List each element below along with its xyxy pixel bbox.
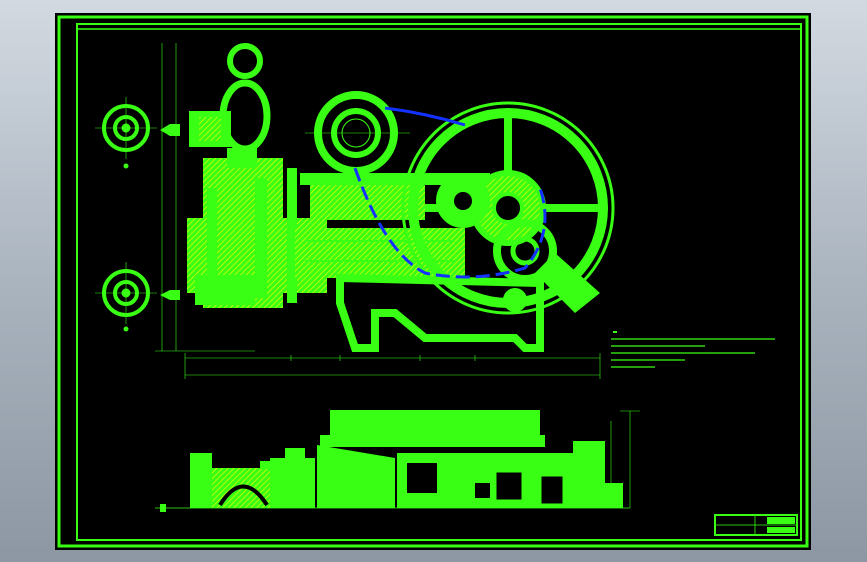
technical-notes	[611, 331, 775, 368]
motor-pulley	[305, 91, 410, 175]
drive-belt	[353, 106, 547, 279]
flange-view-bottom	[95, 262, 157, 332]
base-frame	[336, 273, 544, 352]
bottom-view	[155, 410, 640, 512]
flange-view-top	[95, 97, 157, 169]
inner-border	[76, 23, 802, 541]
drawing-sheet	[55, 13, 811, 550]
cad-drawing	[57, 15, 809, 548]
crank-wheel	[436, 174, 600, 313]
title-block	[714, 514, 798, 536]
dimension-lines	[155, 43, 601, 379]
main-view	[95, 43, 615, 379]
outer-border	[57, 15, 809, 548]
lifting-eye	[189, 43, 271, 153]
